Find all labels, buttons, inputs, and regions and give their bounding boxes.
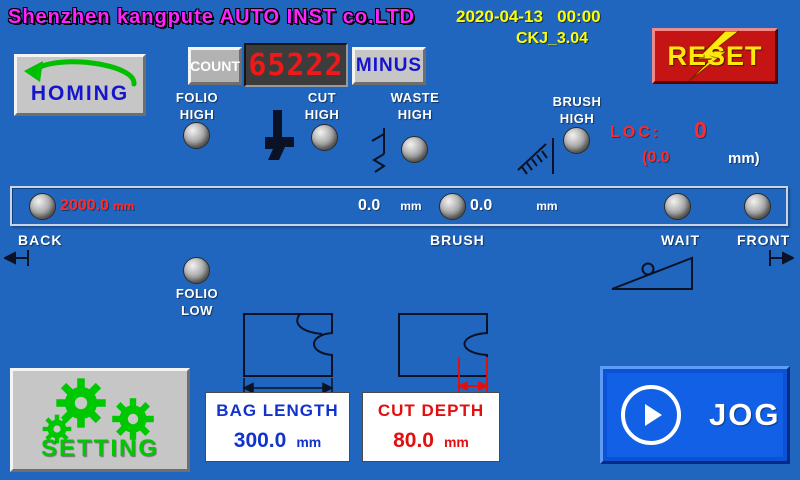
loc-offset-unit: mm) (728, 150, 760, 167)
count-button[interactable]: COUNT (188, 47, 242, 85)
folio-low-lamp (183, 257, 210, 284)
homing-label: HOMING (30, 82, 130, 105)
waste-high-lamp (401, 136, 428, 163)
lightning-icon (688, 31, 740, 81)
right-end-arrow-icon (769, 250, 794, 266)
folio-high-lamp (183, 122, 210, 149)
setting-label: SETTING (40, 435, 159, 462)
wait-label: WAIT (661, 232, 700, 248)
folio-high-label: FOLIO HIGH (175, 90, 219, 122)
ramp-icon (611, 256, 693, 290)
play-icon (621, 385, 681, 445)
cutter-icon (265, 110, 294, 160)
back-value: 2000.0 (60, 197, 109, 214)
reset-label: RESET (667, 40, 763, 71)
track-lamp-wait (664, 193, 691, 220)
jog-label: JOG (709, 397, 781, 432)
brush-unit: mm (400, 199, 422, 213)
count-label: COUNT (190, 58, 240, 74)
homing-arrow-icon (24, 59, 137, 87)
track-lamp-brush (439, 193, 466, 220)
loc-label: LOC: (610, 124, 662, 141)
jog-inner: JOG (607, 373, 783, 457)
brush-icon (517, 138, 554, 175)
count-display: 65222 (244, 43, 348, 87)
setting-button[interactable]: SETTING (10, 368, 190, 472)
brush-label: BRUSH (430, 232, 485, 248)
cut-depth-dimension (456, 357, 490, 392)
cut-high-label: CUT HIGH (304, 90, 340, 122)
bag-shape-diagram-2 (398, 313, 490, 392)
waste-icon (371, 128, 386, 173)
front-label: FRONT (737, 232, 791, 248)
wait-value: 0.0 (470, 197, 493, 214)
bag-length-dimension (242, 378, 334, 394)
track-lamp-front (744, 193, 771, 220)
back-label: BACK (18, 232, 63, 248)
track-lamp-back (29, 193, 56, 220)
wait-unit: mm (536, 199, 558, 213)
bag-length-label: BAG LENGTH (216, 401, 339, 420)
firmware-version: CKJ_3.04 (516, 30, 589, 47)
jog-button[interactable]: JOG (600, 366, 790, 464)
cut-depth-label: CUT DEPTH (377, 401, 485, 420)
datetime: 2020-04-13 00:00 (456, 7, 601, 26)
folio-low-label: FOLIO LOW (175, 286, 219, 318)
loc-offset-value: (0.0 (642, 149, 670, 166)
reset-button[interactable]: RESET (652, 28, 778, 84)
brush-position-value: 0.0 mm (358, 197, 422, 215)
brush-high-lamp (563, 127, 590, 154)
minus-button[interactable]: MINUS (352, 47, 426, 85)
left-end-arrow-icon (4, 250, 29, 266)
minus-label: MINUS (355, 55, 423, 76)
bag-shape-diagram-1 (242, 313, 334, 394)
waste-high-label: WASTE HIGH (390, 90, 440, 122)
cut-high-lamp (311, 124, 338, 151)
loc-value: 0 (694, 117, 707, 143)
back-unit: mm (112, 199, 135, 213)
brush-high-label: BRUSH HIGH (552, 94, 602, 126)
company-title: Shenzhen kangpute AUTO INST co.LTD (8, 6, 415, 28)
wait-position-value: 0.0 mm (470, 197, 558, 215)
homing-button[interactable]: HOMING (14, 54, 146, 116)
brush-value: 0.0 (358, 197, 381, 214)
